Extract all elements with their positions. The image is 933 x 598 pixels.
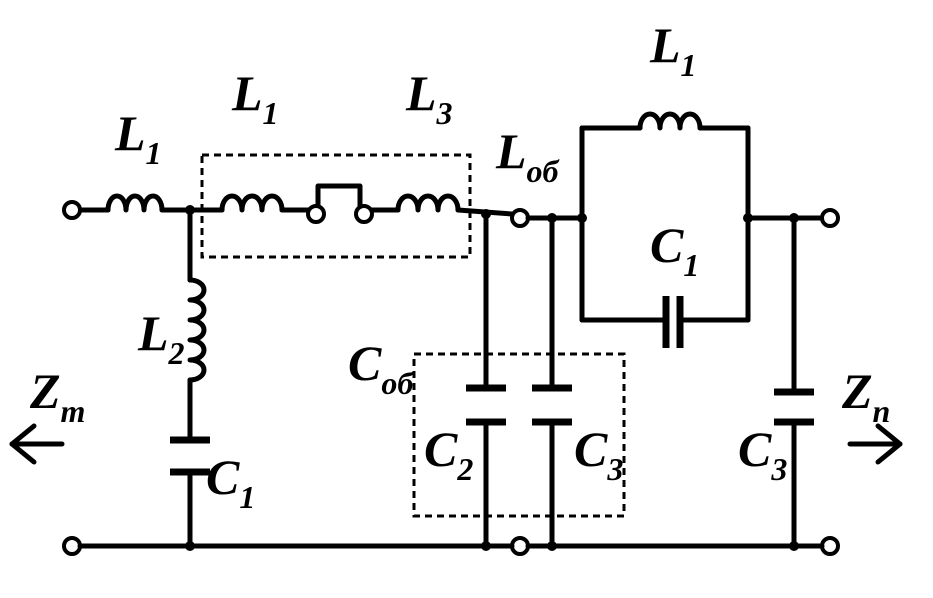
arrow-right-icon [847,423,903,465]
label-c3-output: C3 [738,421,787,487]
junction-c2-top [481,209,491,219]
junction-node1 [185,205,195,215]
arrow-left-icon [9,423,65,465]
dashed-box-inductors [200,153,472,259]
label-c1-shunt: C1 [206,449,255,515]
terminal-bridge [315,183,363,217]
inductor-l1-box [219,193,285,213]
label-zp: Zп [841,363,890,429]
label-l1-box: L1 [231,65,279,131]
junction-ground1 [185,541,195,551]
label-c1-tank: C1 [650,217,699,283]
junction-tank-right [743,213,753,223]
inductor-l2 [187,277,207,383]
terminal-box-left [306,204,326,224]
junction-out-bottom [789,541,799,551]
junction-c3-top [547,213,557,223]
label-c2: C2 [424,421,473,487]
inductor-l1-input [105,193,165,213]
terminal-input-top [62,200,82,220]
terminal-box-right [354,204,374,224]
junction-c2-bottom [481,541,491,551]
label-l3: L3 [405,65,453,131]
inductor-l1-tank [637,111,703,131]
junction-tank-left [577,213,587,223]
label-l1-tank: L1 [649,17,697,83]
label-l2: L2 [137,305,185,371]
label-zt: Zт [29,363,85,429]
label-l1-input: L1 [114,105,162,171]
dashed-box-capacitors [412,352,626,518]
inductor-l3 [395,193,461,213]
junction-out-top [789,213,799,223]
label-lob: Lоб [495,123,561,189]
label-cob: Cоб [348,335,415,401]
terminal-output-top [820,208,840,228]
junction-c3-bottom [547,541,557,551]
label-c3-box: C3 [574,421,623,487]
